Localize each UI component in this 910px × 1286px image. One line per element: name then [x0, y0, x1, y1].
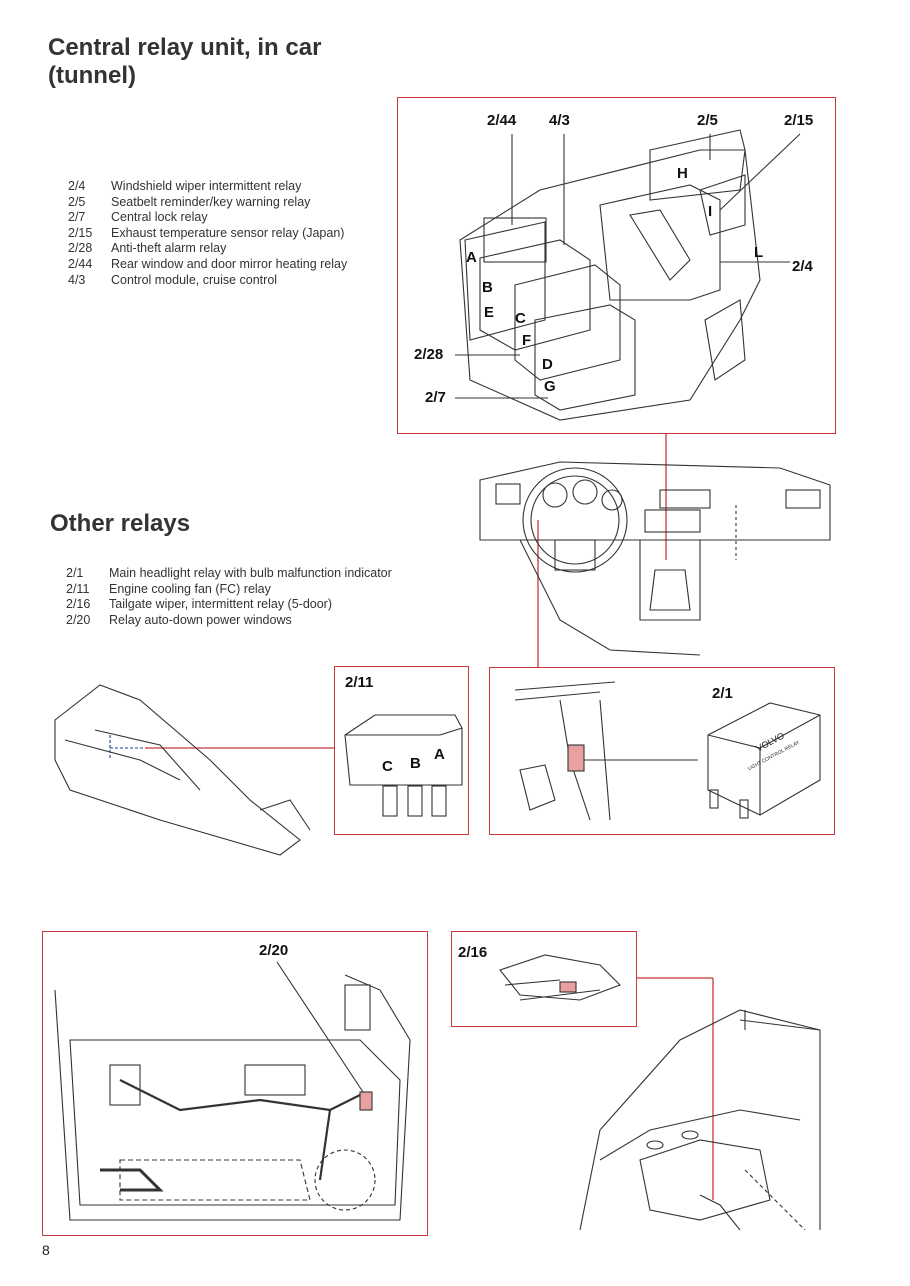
tailgate-relay-title: 2/16 — [458, 944, 488, 961]
central-relay-title-line1: Central relay unit, in car — [48, 34, 322, 61]
position-b: B — [482, 279, 493, 296]
position-e: E — [484, 304, 495, 321]
fc-relay-frame — [334, 666, 469, 835]
red-leader-lines — [145, 434, 714, 1200]
position-a: A — [466, 249, 477, 266]
position-g: G — [544, 378, 556, 395]
headlight-relay-title: 2/1 — [712, 685, 733, 702]
callout-2-7: 2/7 — [425, 389, 446, 406]
callout-2-15: 2/15 — [784, 112, 814, 129]
fc-relay-title: 2/11 — [345, 674, 374, 691]
fc-relay-drawing — [344, 714, 463, 817]
window-relay-title: 2/20 — [259, 942, 289, 959]
car-front-drawing — [54, 684, 311, 856]
central-relay-title-line2: (tunnel) — [48, 62, 136, 89]
other-relays-title: Other relays — [50, 510, 191, 537]
central-relay-title: Central relay unit, in car (tunnel) — [48, 34, 321, 90]
headlight-relay-frame — [489, 667, 835, 835]
page-number: 8 — [42, 1242, 50, 1258]
callout-2-28: 2/28 — [414, 346, 444, 363]
position-f: F — [522, 332, 532, 349]
headlight-relay-drawing — [514, 681, 821, 821]
position-l: L — [754, 244, 764, 261]
callout-2-5: 2/5 — [697, 112, 718, 129]
position-d: D — [542, 356, 553, 373]
pin-a: A — [434, 746, 445, 763]
window-relay-frame — [42, 931, 428, 1236]
central-relay-unit-drawing — [455, 129, 801, 421]
tailgate-drawing — [499, 954, 821, 1231]
callout-4-3: 4/3 — [549, 112, 570, 129]
relay-unit-frame — [397, 97, 836, 434]
tailgate-inset-frame — [451, 931, 637, 1027]
position-h: H — [677, 165, 688, 182]
door-drawing — [54, 961, 411, 1221]
callout-2-44: 2/44 — [487, 112, 517, 129]
position-i: I — [708, 203, 713, 220]
pin-c: C — [382, 758, 393, 775]
dashboard-drawing — [479, 461, 831, 656]
position-c: C — [515, 310, 526, 327]
callout-2-4: 2/4 — [792, 258, 813, 275]
pin-b: B — [410, 755, 421, 772]
